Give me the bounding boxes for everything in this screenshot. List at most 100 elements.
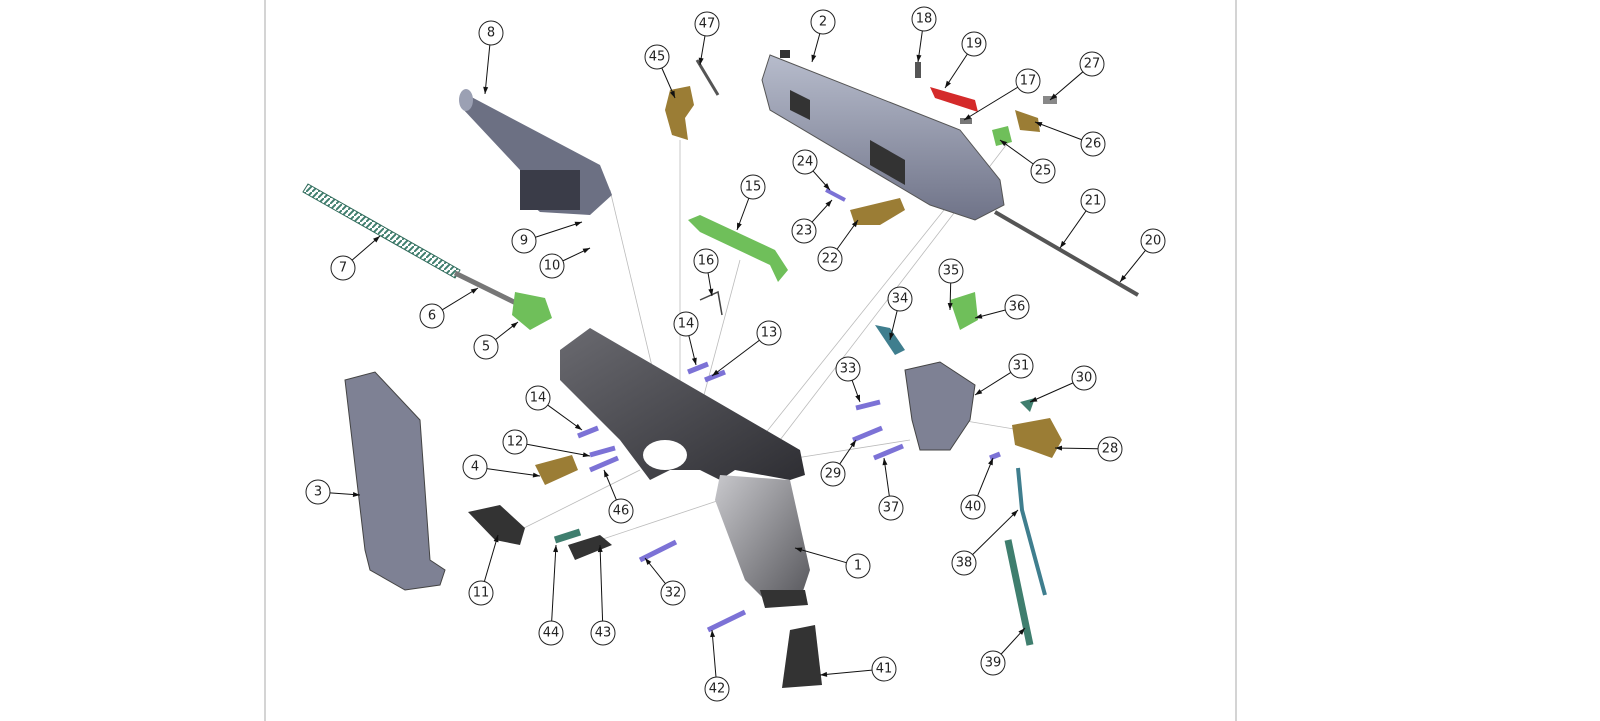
leader-arrowhead [532,472,540,478]
balloon-circle [1030,158,1056,184]
part-balloon: 23 [791,218,817,244]
leader-arrowhead [1055,445,1063,451]
part-balloon: 7 [330,255,356,281]
part-balloon: 18 [911,6,937,32]
part-balloon: 21 [1080,188,1106,214]
parts-35-36 [950,292,978,330]
balloon-circle [756,320,782,346]
leader-arrowhead [669,90,675,98]
balloon-circle [468,580,494,606]
balloon-number: 8 [487,26,495,41]
takedown-4-part [535,455,578,485]
part-balloon: 4 [462,454,488,480]
hammer-45-part [665,86,694,140]
balloon-number: 15 [745,180,762,195]
balloon-number: 34 [892,292,909,307]
leader-arrowhead [352,492,360,497]
part-balloon: 28 [1097,436,1123,462]
balloon-circle [1004,294,1030,320]
balloon-number: 7 [339,261,347,276]
leader-line [599,544,604,622]
leader-arrowhead [882,458,888,466]
part-balloon: 8 [478,20,504,46]
leader-line [963,86,1019,121]
leader-line [1049,71,1084,101]
part-balloon: 29 [820,461,846,487]
leader-arrowhead [945,80,951,88]
balloon-circle [330,255,356,281]
leader-arrowhead [975,313,983,319]
balloon-number: 14 [530,391,547,406]
balloon-number: 14 [678,317,695,332]
balloon-number: 37 [883,501,900,516]
leader-line [526,443,591,457]
balloon-number: 36 [1009,300,1026,315]
balloon-circle [1008,353,1034,379]
leader-arrowhead [597,545,603,553]
barrel-part [459,89,612,215]
leader-arrowhead [582,248,590,254]
balloon-circle [887,286,913,312]
part-balloon: 46 [608,498,634,524]
leader-arrowhead [1035,122,1043,127]
leader-line [535,221,583,238]
balloon-number: 47 [699,17,716,32]
balloon-circle [878,495,904,521]
part-balloon: 40 [960,494,986,520]
balloon-circle [792,149,818,175]
spring-39-part [1004,539,1034,646]
balloon-number: 42 [709,682,726,697]
balloon-number: 21 [1085,194,1102,209]
leader-arrowhead [795,547,803,553]
balloon-number: 40 [965,500,982,515]
part-balloon: 39 [980,650,1006,676]
leader-line [794,547,847,564]
balloon-number: 22 [822,252,839,267]
balloon-circle [590,620,616,646]
part-balloon: 27 [1079,51,1105,77]
balloon-circle [673,311,699,337]
balloon-circle [951,550,977,576]
leader-arrowhead [574,423,582,430]
magazine-part [344,371,446,591]
sheet-border-left [264,0,266,721]
part-balloon: 2 [810,9,836,35]
balloon-number: 6 [428,309,436,324]
part-balloon: 47 [694,11,720,37]
balloon-number: 2 [819,15,827,30]
leader-arrowhead [975,389,983,395]
leader-line [483,534,499,582]
part-balloon: 37 [878,495,904,521]
firing-pin-part [993,210,1140,297]
balloon-number: 3 [314,485,322,500]
balloon-circle [871,656,897,682]
balloon-number: 46 [613,504,630,519]
balloon-number: 20 [1145,234,1162,249]
balloon-number: 24 [797,155,814,170]
spring-18-part [915,62,921,78]
balloon-number: 26 [1085,137,1102,152]
leader-arrowhead [823,183,830,190]
balloon-circle [511,228,537,254]
balloon-number: 18 [916,12,933,27]
balloon-number: 30 [1076,371,1093,386]
leader-line [711,339,760,377]
part-balloon: 19 [961,31,987,57]
spring-47-part [695,59,720,96]
part-balloon: 12 [502,429,528,455]
leader-arrowhead [1000,140,1008,147]
trigger-bar-15-part [688,215,788,282]
leader-arrowhead [582,452,590,458]
part-balloon: 14 [673,311,699,337]
leader-arrowhead [483,86,489,94]
leader-line [547,404,583,431]
balloon-circle [1097,436,1123,462]
leader-arrowhead [645,558,652,566]
sight-26-part [1015,110,1040,132]
pin-23-24-part [825,188,846,202]
balloon-circle [305,479,331,505]
leader-arrowhead [698,57,704,65]
balloon-number: 19 [966,37,983,52]
part-balloon: 14 [525,385,551,411]
leader-line [972,509,1019,555]
